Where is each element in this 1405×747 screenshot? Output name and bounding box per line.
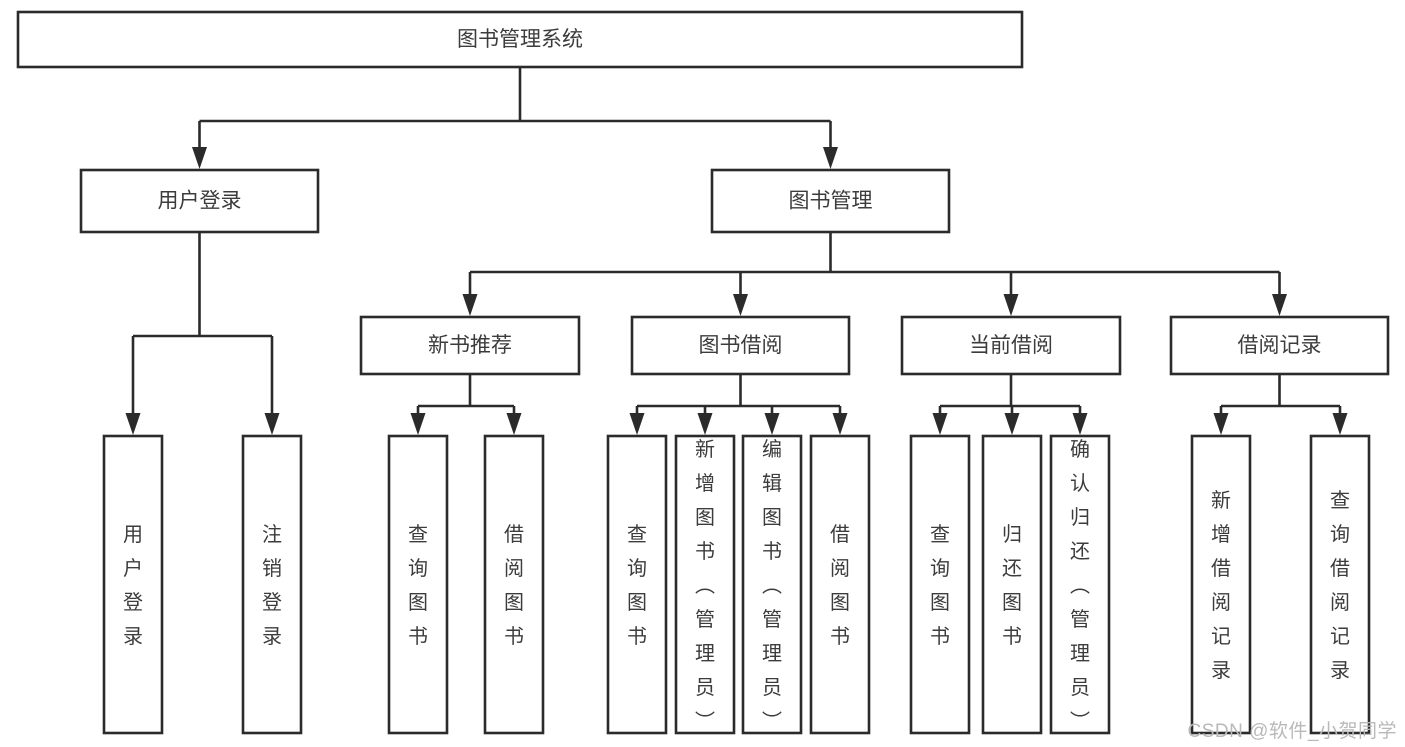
arrow-head-icon [629, 413, 645, 435]
node-leaf-query-book-3[interactable]: 查询图书 [909, 434, 971, 735]
arrow-head-icon [192, 147, 207, 169]
node-leaf-query-record[interactable]: 查询借阅记录 [1309, 434, 1371, 735]
arrow-head-icon [1272, 294, 1287, 316]
arrow-head-icon [733, 294, 748, 316]
node-box[interactable] [1190, 434, 1252, 735]
node-box[interactable] [387, 434, 449, 735]
node-label: 图书借阅 [699, 334, 783, 357]
node-leaf-edit-book[interactable]: 编辑图书︵管理员︶ [741, 434, 803, 735]
arrow-head-icon [462, 294, 478, 316]
arrow-head-icon [1003, 294, 1019, 316]
node-leaf-add-record[interactable]: 新增借阅记录 [1190, 434, 1252, 735]
arrow-head-icon [1332, 413, 1348, 435]
connector-group [1213, 374, 1348, 435]
node-current-borrow[interactable]: 当前借阅 [900, 315, 1122, 376]
node-box[interactable] [630, 315, 851, 376]
node-book-borrow[interactable]: 图书借阅 [630, 315, 851, 376]
connector-group [125, 232, 280, 435]
node-leaf-logout-login[interactable]: 注销登录 [241, 434, 303, 735]
node-box[interactable] [483, 434, 545, 735]
node-label: 查询借阅记录 [1330, 489, 1350, 682]
node-label: 借阅图书 [830, 523, 850, 648]
node-borrow-record[interactable]: 借阅记录 [1169, 315, 1390, 376]
node-box[interactable] [359, 315, 581, 376]
node-box[interactable] [1169, 315, 1390, 376]
node-box[interactable] [909, 434, 971, 735]
node-root[interactable]: 图书管理系统 [16, 10, 1024, 69]
arrow-head-icon [410, 413, 426, 435]
node-label: 新增图书︵管理员︶ [695, 438, 715, 733]
connector-group [932, 374, 1088, 435]
connector-group [192, 67, 838, 169]
node-box[interactable] [241, 434, 303, 735]
node-leaf-return-book[interactable]: 归还图书 [981, 434, 1043, 735]
node-label: 新增借阅记录 [1211, 489, 1231, 682]
node-label: 查询图书 [627, 523, 647, 648]
node-box[interactable] [674, 434, 736, 735]
node-label: 用户登录 [158, 190, 242, 213]
node-label: 查询图书 [930, 523, 950, 648]
arrow-head-icon [932, 413, 948, 435]
node-box[interactable] [606, 434, 668, 735]
node-box[interactable] [79, 168, 320, 234]
node-book-manage[interactable]: 图书管理 [710, 168, 951, 234]
node-label: 查询图书 [408, 523, 428, 648]
arrow-head-icon [764, 413, 780, 435]
node-leaf-add-book[interactable]: 新增图书︵管理员︶ [674, 434, 736, 735]
node-layer: 图书管理系统用户登录图书管理新书推荐图书借阅当前借阅借阅记录用户登录注销登录查询… [16, 10, 1390, 735]
node-label: 借阅图书 [504, 523, 524, 648]
arrow-head-icon [1004, 413, 1020, 435]
node-label: 当前借阅 [969, 334, 1053, 357]
arrow-head-icon [1213, 413, 1229, 435]
node-box[interactable] [900, 315, 1122, 376]
node-box[interactable] [710, 168, 951, 234]
connector-group [462, 232, 1287, 316]
arrow-head-icon [125, 413, 141, 435]
node-label: 注销登录 [262, 523, 282, 648]
node-leaf-borrow-book-1[interactable]: 借阅图书 [483, 434, 545, 735]
node-label: 图书管理系统 [457, 28, 583, 51]
node-leaf-borrow-book-2[interactable]: 借阅图书 [809, 434, 871, 735]
arrow-head-icon [697, 413, 713, 435]
arrow-head-icon [823, 147, 838, 169]
node-label: 编辑图书︵管理员︶ [762, 438, 782, 733]
node-box[interactable] [16, 10, 1024, 69]
arrow-head-icon [832, 413, 848, 435]
node-box[interactable] [741, 434, 803, 735]
node-box[interactable] [1049, 434, 1111, 735]
node-box[interactable] [809, 434, 871, 735]
arrow-head-icon [506, 413, 522, 435]
node-label: 用户登录 [123, 524, 143, 648]
node-box[interactable] [981, 434, 1043, 735]
node-leaf-query-book-1[interactable]: 查询图书 [387, 434, 449, 735]
arrow-head-icon [264, 413, 280, 435]
node-box[interactable] [1309, 434, 1371, 735]
node-leaf-confirm-return[interactable]: 确认归还︵管理员︶ [1049, 434, 1111, 735]
node-leaf-query-book-2[interactable]: 查询图书 [606, 434, 668, 735]
node-label: 图书管理 [789, 190, 873, 213]
node-box[interactable] [102, 434, 164, 735]
connector-group [629, 374, 848, 435]
node-label: 确认归还︵管理员︶ [1070, 438, 1090, 733]
arrow-head-icon [1072, 413, 1088, 435]
node-user-login[interactable]: 用户登录 [79, 168, 320, 234]
node-new-book-rec[interactable]: 新书推荐 [359, 315, 581, 376]
node-label: 借阅记录 [1238, 334, 1322, 357]
connector-group [410, 374, 522, 435]
node-leaf-user-login[interactable]: 用户登录 [102, 434, 164, 735]
node-label: 归还图书 [1002, 523, 1022, 648]
node-label: 新书推荐 [428, 334, 512, 357]
connector-layer [125, 67, 1348, 435]
